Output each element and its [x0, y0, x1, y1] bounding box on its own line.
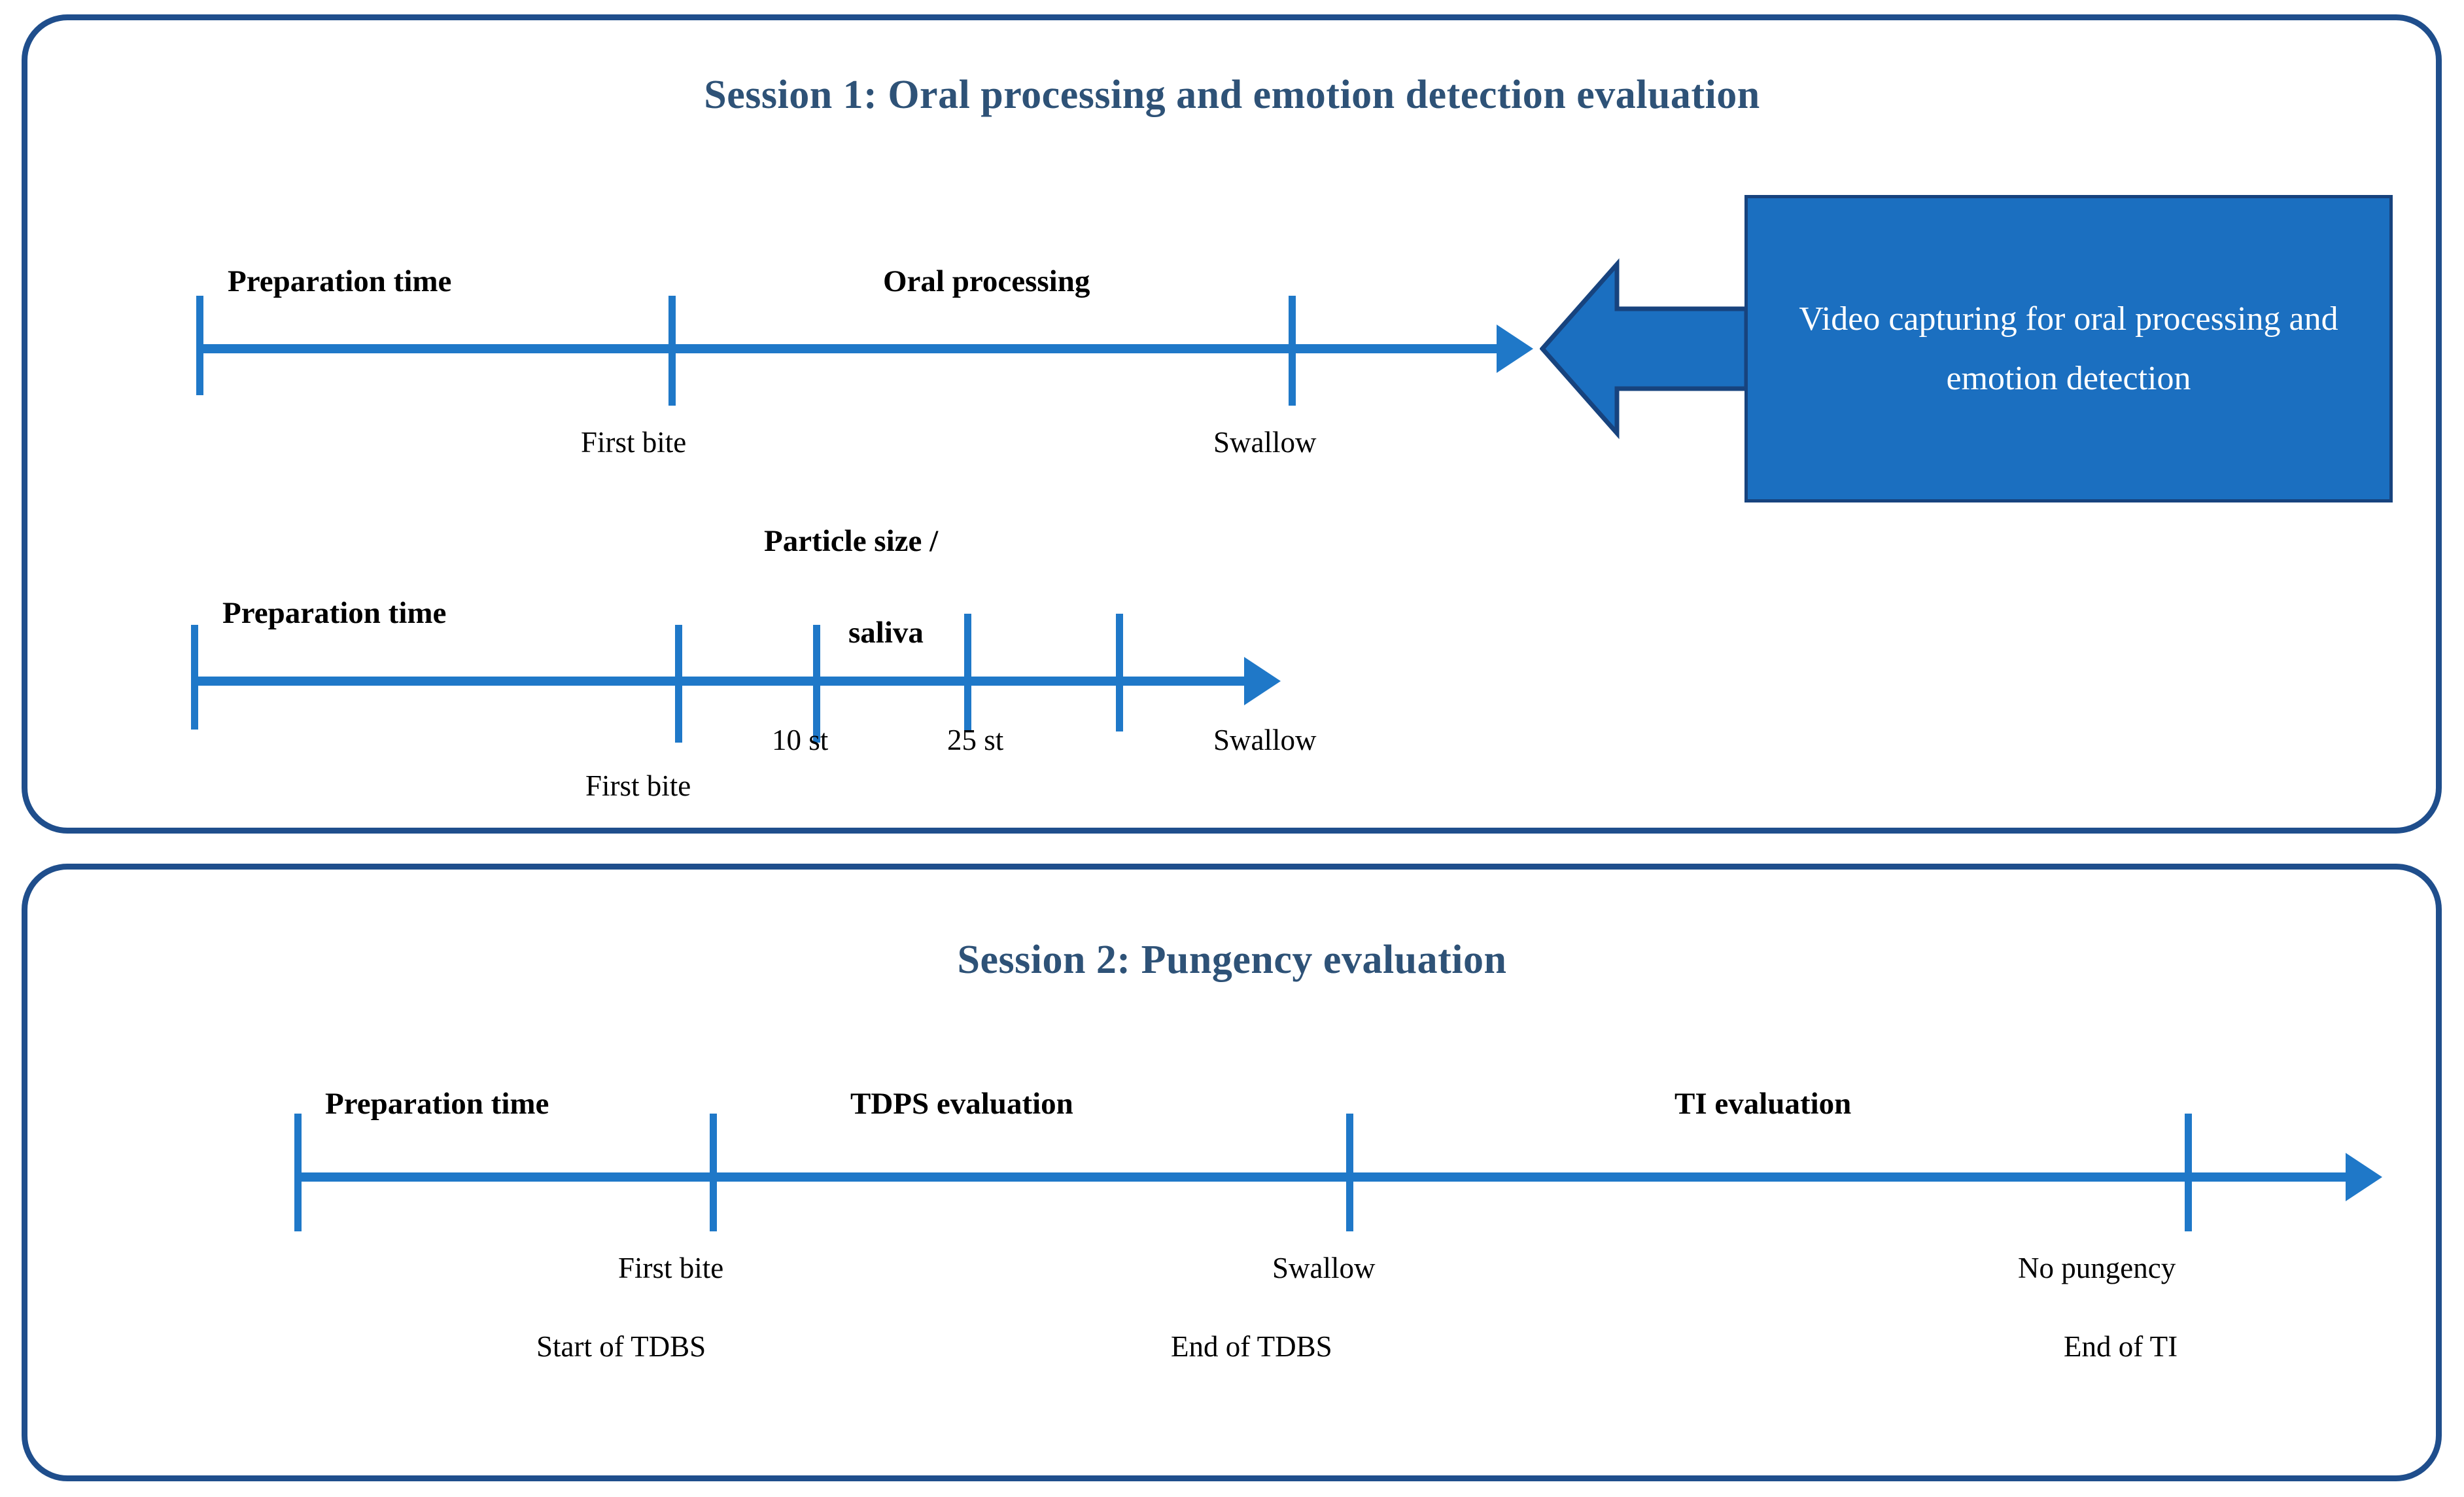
timeline-2-tick-label-25-strokes: 25 st [947, 724, 1004, 756]
timeline-3-tick-label-end-of-tdbs: End of TDBS [1171, 1330, 1332, 1363]
timeline-2-arrowhead [1244, 657, 1281, 705]
timeline-2-segment-label-preparation: Preparation time [222, 596, 447, 630]
timeline-1-tick-label-first-bite: First bite [581, 426, 687, 459]
timeline-2-axis [194, 677, 1245, 686]
timeline-3-tick-label-end-of-ti: End of TI [2064, 1330, 2178, 1363]
timeline-3-segment-label-ti: TI evaluation [1674, 1087, 1852, 1121]
video-capturing-callout: Video capturing for oral processing and … [1744, 195, 2393, 502]
timeline-2-segment-label-saliva: saliva [848, 616, 924, 650]
timeline-2-tick-first-bite [675, 625, 682, 743]
timeline-1-segment-label-preparation: Preparation time [228, 264, 452, 298]
timeline-3-tick-start [294, 1114, 302, 1231]
session-1-title: Session 1: Oral processing and emotion d… [704, 73, 1760, 117]
timeline-3-tick-swallow [1346, 1114, 1353, 1231]
timeline-1-segment-label-oral-processing: Oral processing [883, 264, 1090, 298]
timeline-3-tick-label-no-pungency: No pungency [2018, 1252, 2176, 1284]
timeline-1-tick-label-swallow: Swallow [1213, 426, 1317, 459]
timeline-2-tick-label-10-strokes: 10 st [772, 724, 829, 756]
timeline-1-tick-start [196, 296, 203, 395]
timeline-1-tick-swallow [1289, 296, 1296, 406]
timeline-1-arrowhead [1497, 325, 1533, 373]
timeline-3-tick-first-bite [710, 1114, 717, 1231]
timeline-2-tick-start [191, 625, 198, 730]
timeline-2-tick-swallow [1116, 614, 1123, 731]
timeline-2-segment-label-particle-size: Particle size / [764, 524, 939, 558]
timeline-3-tick-label-start-of-tdbs: Start of TDBS [536, 1330, 706, 1363]
timeline-3-axis [298, 1172, 2347, 1182]
timeline-1-tick-first-bite [668, 296, 676, 406]
session-2-title: Session 2: Pungency evaluation [957, 938, 1507, 982]
timeline-2-tick-25-strokes [964, 614, 971, 731]
timeline-3-segment-label-tdps: TDPS evaluation [850, 1087, 1073, 1121]
video-capturing-callout-text: Video capturing for oral processing and … [1799, 300, 2338, 397]
timeline-3-tick-label-first-bite: First bite [618, 1252, 724, 1284]
callout-left-arrow-icon [1539, 253, 1749, 445]
timeline-3-arrowhead [2346, 1153, 2382, 1201]
timeline-1-axis [200, 344, 1498, 353]
timeline-2-tick-10-strokes [813, 625, 820, 743]
timeline-2-tick-label-swallow: Swallow [1213, 724, 1317, 756]
timeline-3-segment-label-preparation: Preparation time [325, 1087, 549, 1121]
timeline-3-tick-no-pungency [2185, 1114, 2192, 1231]
timeline-2-tick-label-first-bite: First bite [585, 769, 691, 802]
timeline-3-tick-label-swallow: Swallow [1272, 1252, 1376, 1284]
